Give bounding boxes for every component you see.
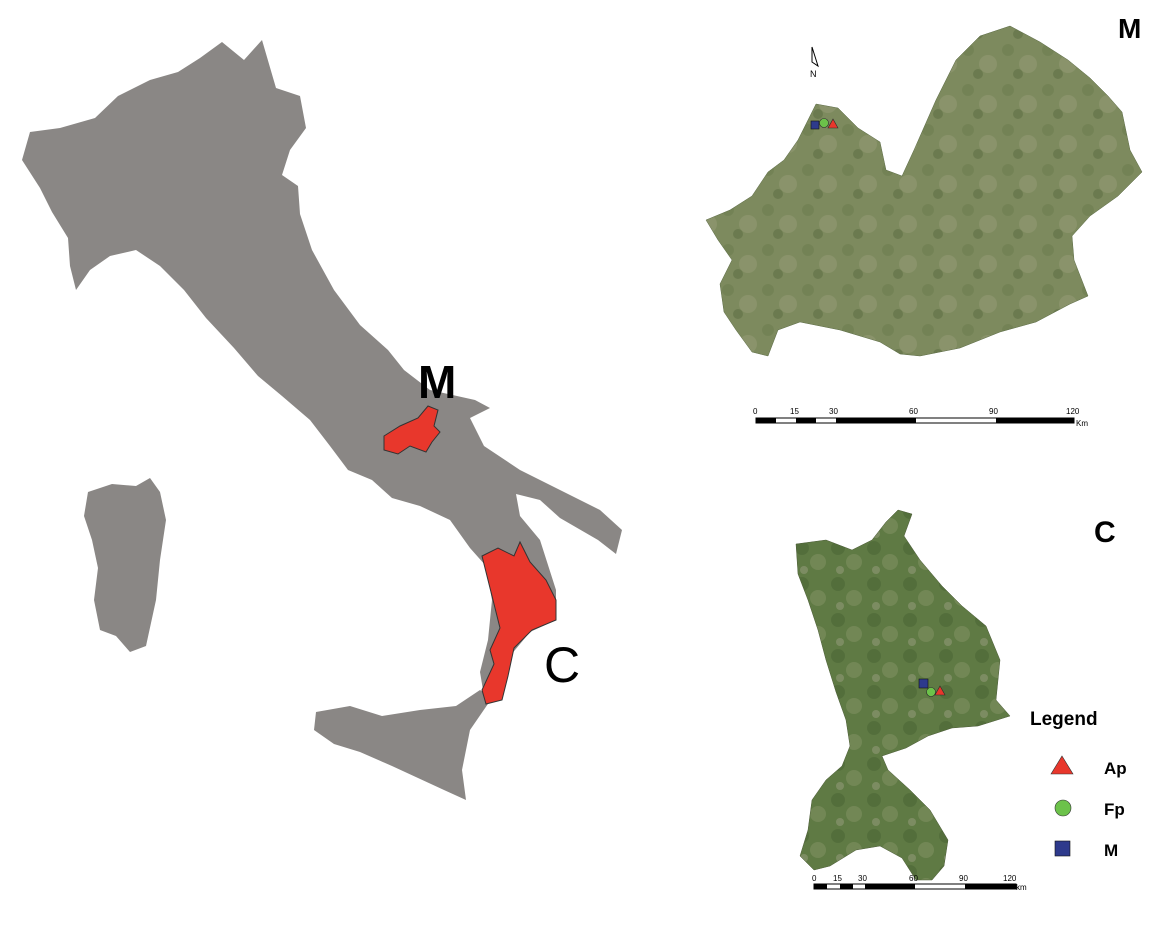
site-marker-fp xyxy=(819,118,829,128)
italy-mainland xyxy=(22,40,622,696)
italy-overview-map: M C xyxy=(22,40,622,800)
calabria-scale-tick: 90 xyxy=(959,874,968,883)
legend-ap-triangle-icon xyxy=(1050,755,1074,775)
legend-label-ap: Ap xyxy=(1104,759,1127,778)
molise-scale-tick: 90 xyxy=(989,407,998,416)
calabria-scale-unit: km xyxy=(1016,883,1027,892)
north-arrow-icon: N xyxy=(810,46,819,79)
sicily xyxy=(314,690,492,800)
molise-map-label: M xyxy=(418,356,456,408)
north-arrow-label: N xyxy=(810,69,817,79)
molise-scale-tick: 30 xyxy=(829,407,838,416)
site-marker-ap xyxy=(827,118,839,129)
molise-scale-tick: 60 xyxy=(909,407,918,416)
calabria-scale-tick: 15 xyxy=(833,874,842,883)
calabria-highlight xyxy=(481,540,557,705)
site-marker-fp xyxy=(926,687,936,697)
legend-label-fp: Fp xyxy=(1104,800,1125,819)
molise-scale-tick: 120 xyxy=(1066,407,1080,416)
legend-label-m: M xyxy=(1104,841,1118,860)
molise-scale-bar: 0 15 30 60 90 120 Km xyxy=(753,407,1088,428)
legend-title: Legend xyxy=(1030,709,1098,730)
site-marker-m xyxy=(810,120,820,130)
calabria-map-label: C xyxy=(544,637,580,693)
legend-fp-circle-icon xyxy=(1054,799,1072,817)
site-marker-m xyxy=(918,678,929,689)
calabria-satellite-region xyxy=(795,509,1011,881)
calabria-scale-tick: 30 xyxy=(858,874,867,883)
legend-m-square-icon xyxy=(1054,840,1071,857)
molise-scale-tick: 0 xyxy=(753,407,758,416)
calabria-inset: C 0 15 30 60 90 120 km xyxy=(795,509,1116,892)
molise-highlight xyxy=(383,405,441,455)
molise-scale-tick: 15 xyxy=(790,407,799,416)
legend: Legend Ap Fp M xyxy=(1030,709,1127,860)
calabria-scale-tick: 60 xyxy=(909,874,918,883)
sardinia xyxy=(84,478,166,652)
calabria-inset-label: C xyxy=(1094,516,1116,549)
molise-scale-unit: Km xyxy=(1076,419,1088,428)
site-marker-ap xyxy=(934,685,946,696)
calabria-scale-tick: 0 xyxy=(812,874,817,883)
molise-inset: M N 0 15 30 60 90 120 Km xyxy=(705,13,1143,428)
calabria-scale-bar: 0 15 30 60 90 120 km xyxy=(812,874,1027,892)
calabria-scale-tick: 120 xyxy=(1003,874,1017,883)
molise-inset-label: M xyxy=(1118,13,1141,44)
molise-satellite-region xyxy=(705,25,1143,357)
